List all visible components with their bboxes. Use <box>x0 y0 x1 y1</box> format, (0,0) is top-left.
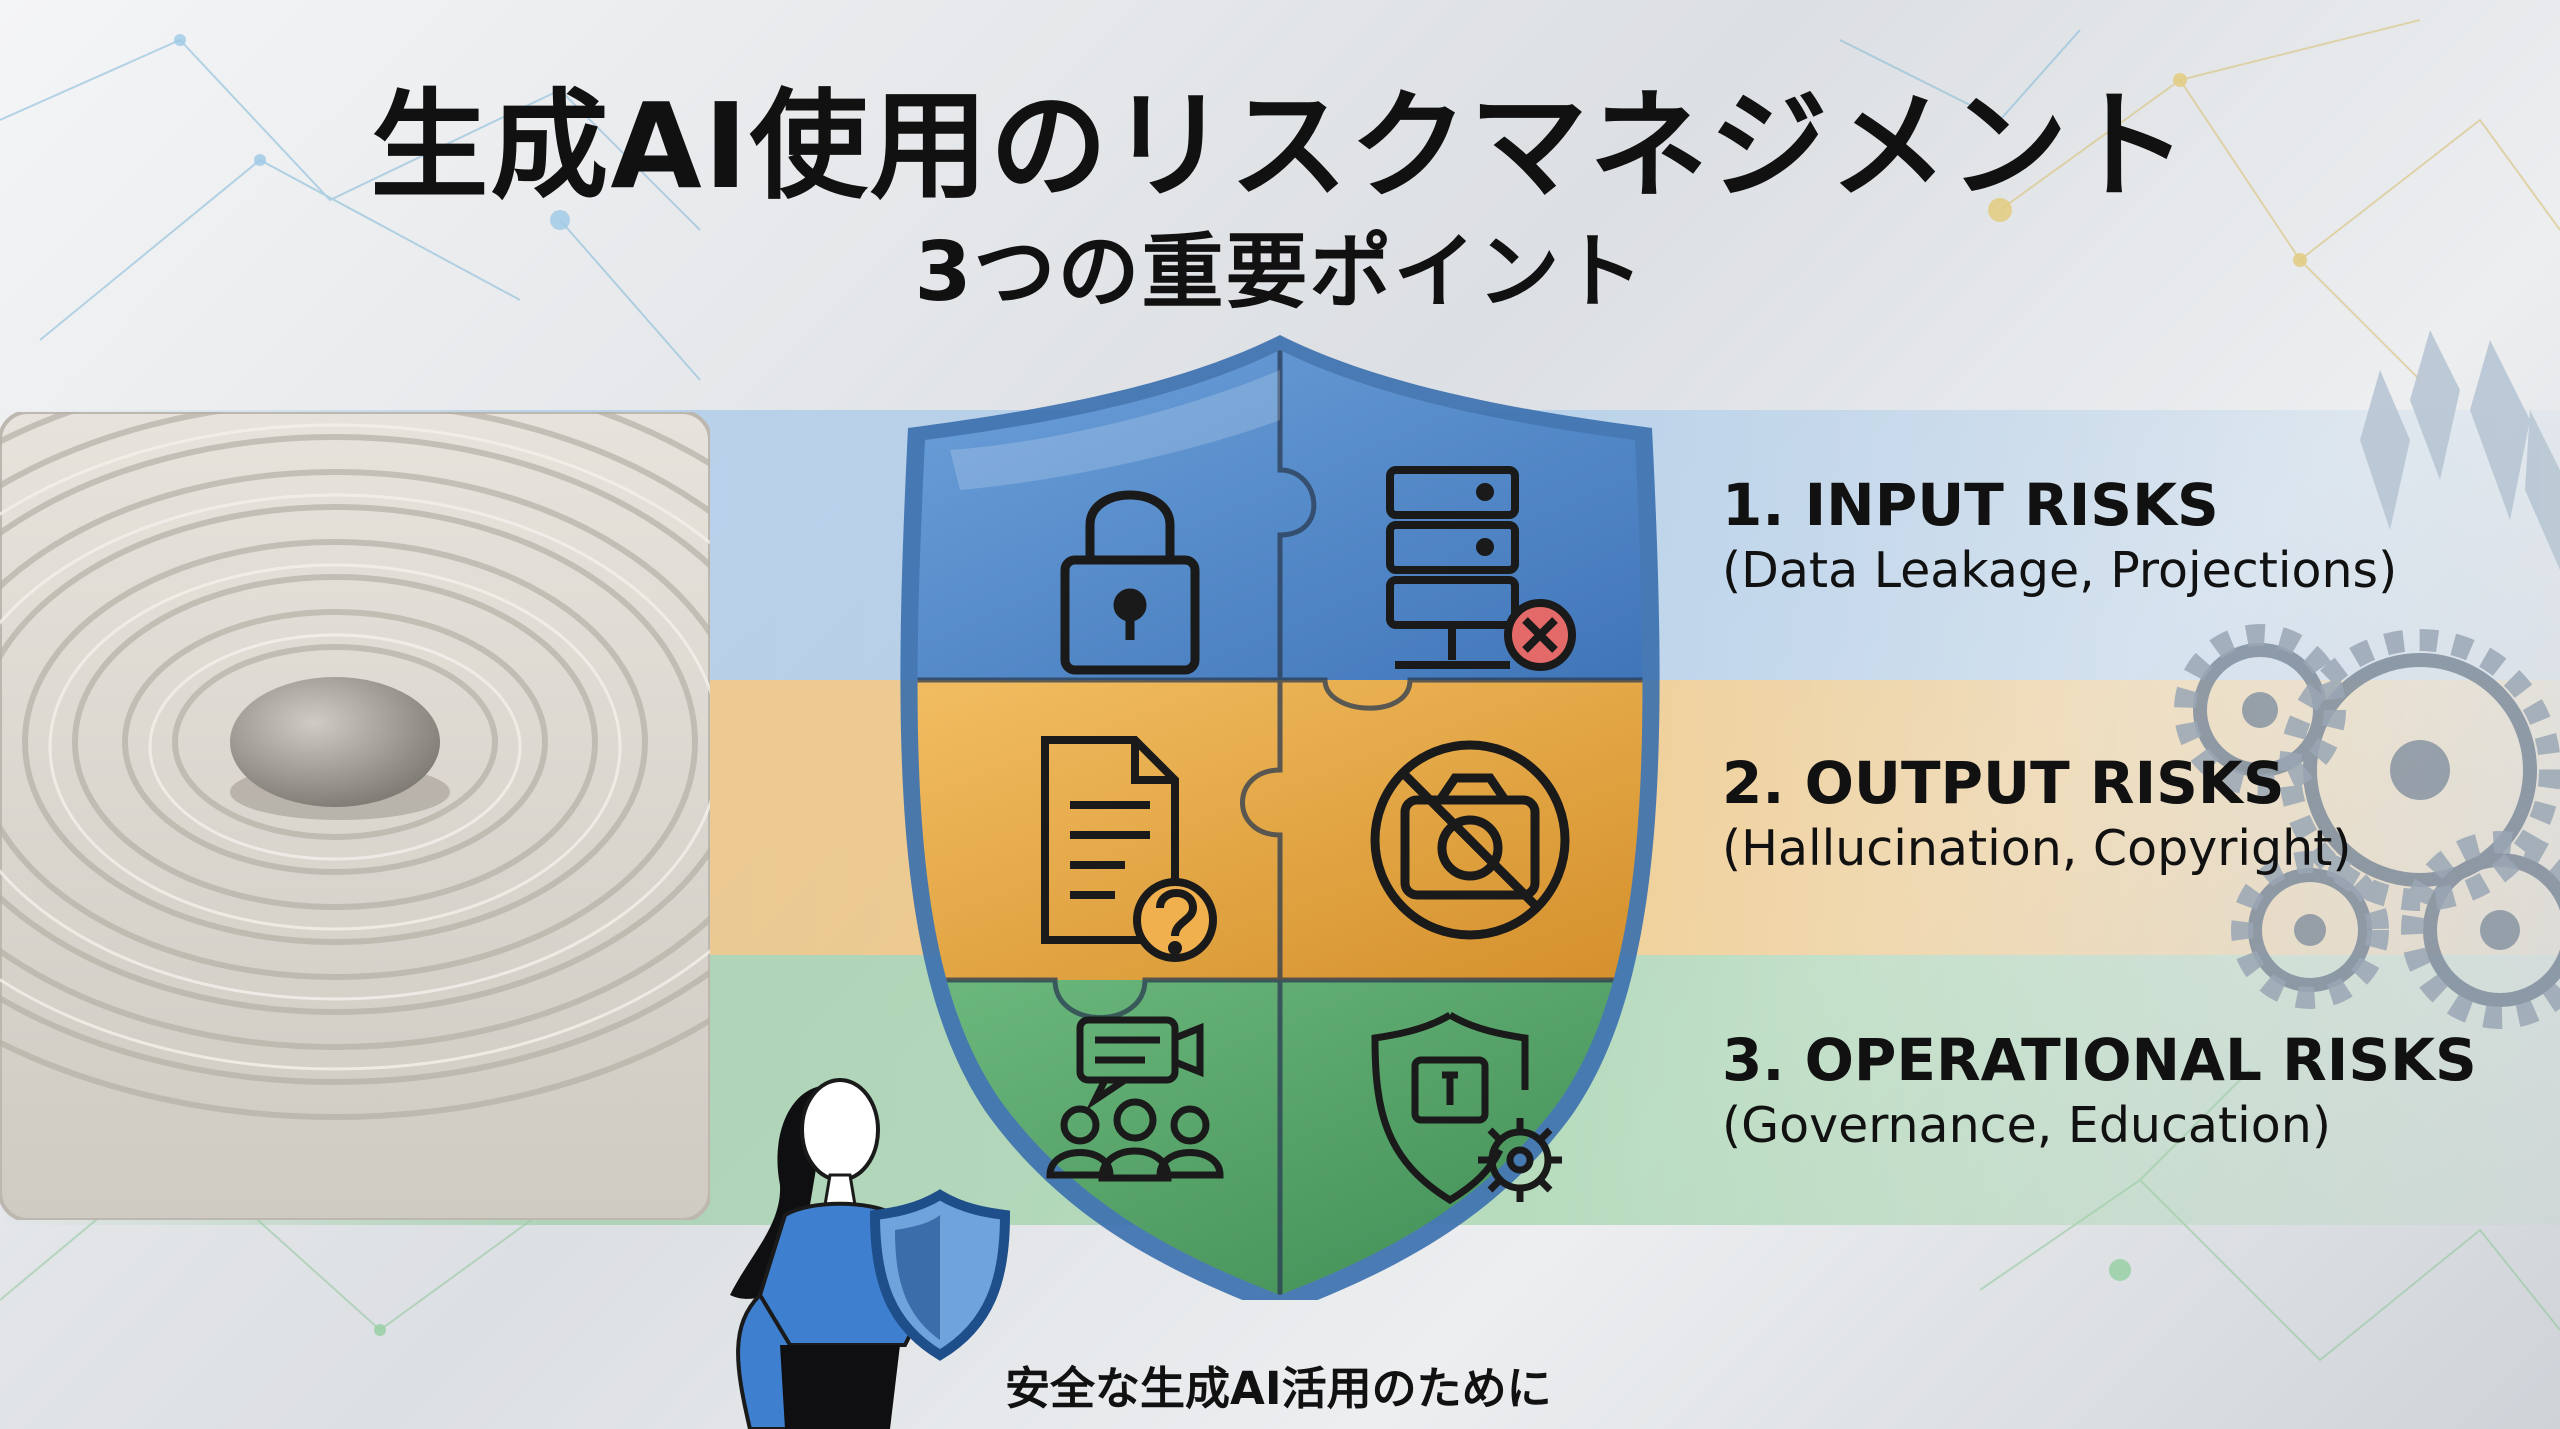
risk-item-operational: 3. OPERATIONAL RISKS (Governance, Educat… <box>1722 1025 2477 1157</box>
gears-crystals-decoration <box>2174 330 2560 1029</box>
risk-description: (Data Leakage, Projections) <box>1722 542 2398 599</box>
shield-puzzle-graphic <box>900 335 1660 1300</box>
risk-item-output: 2. OUTPUT RISKS (Hallucination, Copyrigh… <box>1722 748 2351 880</box>
bottom-caption: 安全な生成AI活用のために <box>1005 1362 1552 1415</box>
zen-garden-image <box>0 412 710 1220</box>
risk-title: 3. OPERATIONAL RISKS <box>1722 1026 2477 1094</box>
page-subtitle: 3つの重要ポイント <box>914 225 1646 320</box>
risk-title: 2. OUTPUT RISKS <box>1722 749 2285 817</box>
lock-icon <box>1060 490 1200 675</box>
team-chat-icon <box>1046 1016 1224 1182</box>
risk-description: (Governance, Education) <box>1722 1097 2331 1154</box>
risk-item-input: 1. INPUT RISKS (Data Leakage, Projection… <box>1722 470 2397 602</box>
risk-description: (Hallucination, Copyright) <box>1722 820 2352 877</box>
risk-title: 1. INPUT RISKS <box>1722 471 2219 539</box>
person-with-shield-illustration <box>730 1078 1011 1429</box>
document-question-icon <box>1041 736 1217 962</box>
server-blocked-icon <box>1386 466 1576 671</box>
page-title: 生成AI使用のリスクマネジメント <box>370 77 2190 215</box>
no-camera-icon <box>1370 740 1570 940</box>
shield-gear-icon <box>1371 1011 1562 1205</box>
